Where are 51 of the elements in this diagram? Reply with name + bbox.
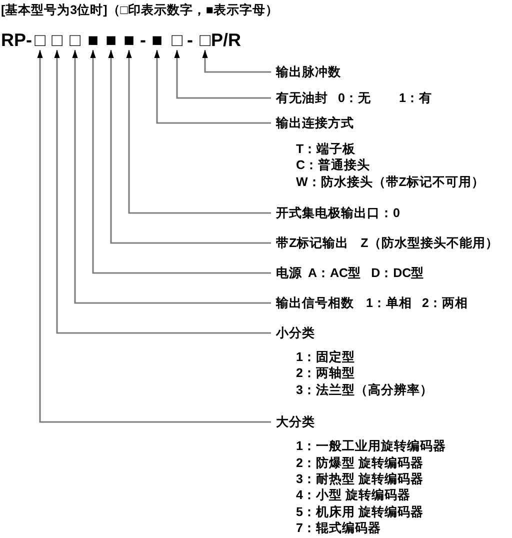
option-item: 1：一般工业用旋转编码器 [296, 438, 446, 455]
code-symbol: ■ [122, 30, 136, 50]
option-item: 5：机床用 旋转编码器 [296, 504, 424, 520]
option-value: 1：单相 [366, 294, 412, 312]
option-item: 3：耐热型 旋转编码器 [296, 471, 424, 488]
code-symbol: □ [34, 30, 46, 50]
option-item: T：端子板 [296, 140, 356, 158]
option-value: 2：两相 [422, 294, 468, 312]
code-symbol: □ [198, 30, 212, 50]
option-heading: 有无油封 [276, 90, 328, 106]
option-heading: 小分类 [276, 324, 315, 342]
option-item: 4：小型 旋转编码器 [296, 487, 410, 504]
option-item: 3：法兰型（高分辨率） [296, 382, 433, 398]
code-symbol: □ [50, 30, 64, 50]
unit-suffix: P/R [211, 30, 242, 50]
option-heading: 带Z标记输出 [276, 234, 349, 252]
leader-arrow [126, 50, 271, 214]
option-value: 0：无 [338, 90, 371, 106]
leader-arrow [108, 50, 271, 244]
model-prefix: RP- [1, 30, 32, 50]
leader-arrow [72, 50, 271, 304]
code-symbol: □ [170, 30, 184, 50]
option-item: C：普通接头 [296, 157, 370, 174]
option-heading: 输出连接方式 [276, 114, 354, 132]
code-separator: - [140, 30, 146, 50]
code-symbol: ■ [86, 30, 100, 50]
option-item: W：防水接头（带Z标记不可用） [296, 174, 484, 190]
option-heading: 大分类 [276, 414, 315, 430]
leader-arrow [37, 50, 271, 423]
code-symbol: ■ [104, 30, 118, 50]
option-item: 2：两轴型 [296, 365, 355, 382]
code-symbol: ■ [150, 30, 164, 50]
option-value: A：AC型 [308, 264, 362, 282]
leader-arrow [154, 50, 271, 124]
option-item: 7：辊式编码器 [296, 520, 381, 537]
option-item: 2：防爆型 旋转编码器 [296, 454, 424, 472]
option-heading: 输出信号相数 [276, 294, 354, 312]
option-heading: 开式集电极输出口：0 [276, 204, 400, 222]
option-item: 1：固定型 [296, 348, 355, 366]
leader-arrow [90, 50, 271, 274]
option-value: D：DC型 [371, 264, 424, 282]
option-value: Z（防水型接头不能用） [360, 234, 498, 252]
leader-arrow [202, 50, 271, 73]
title: [基本型号为3位时]（□印表示数字，■表示字母） [1, 2, 278, 18]
option-heading: 输出脉冲数 [276, 64, 341, 80]
code-symbol: □ [68, 30, 82, 50]
code-separator: - [187, 30, 193, 50]
leader-arrow [174, 50, 271, 99]
leader-arrow [54, 50, 271, 334]
option-heading: 电源 [276, 264, 302, 282]
option-value: 1：有 [398, 90, 432, 106]
